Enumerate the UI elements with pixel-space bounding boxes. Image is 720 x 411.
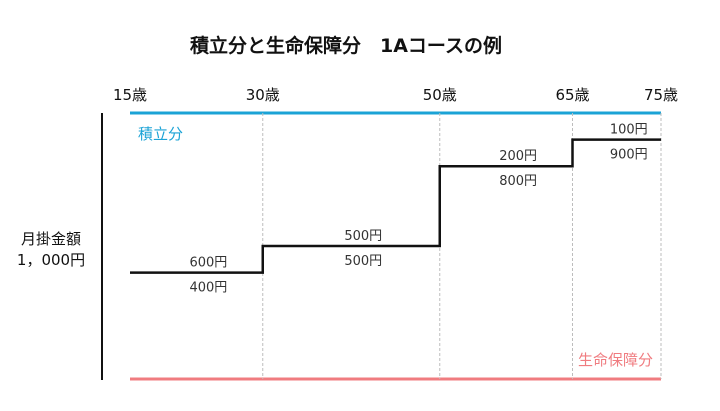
age-tick-label: 50歳: [423, 86, 457, 104]
segment-insurance-amount: 100円: [610, 123, 648, 138]
savings-label: 積立分: [138, 125, 183, 143]
age-tick-label: 75歳: [644, 86, 678, 104]
segment-insurance-amount: 200円: [499, 149, 537, 164]
savings-step-line: [130, 138, 661, 274]
diagram-title: 積立分と生命保障分 1Aコースの例: [190, 34, 502, 57]
age-tick-label: 65歳: [555, 86, 589, 104]
segment-savings-amount: 900円: [610, 148, 648, 163]
segment-savings-amount: 400円: [189, 281, 227, 296]
segment-labels: 600円 400円 500円 500円 200円 800円 100円 900円: [189, 123, 647, 296]
age-tick-label: 30歳: [246, 86, 280, 104]
segment-insurance-amount: 600円: [189, 256, 227, 271]
age-labels: 15歳 30歳 50歳 65歳 75歳: [113, 86, 678, 104]
y-label-line2: 1，000円: [17, 251, 85, 269]
segment-savings-amount: 800円: [499, 174, 537, 189]
y-label-line1: 月掛金額: [21, 230, 81, 248]
segment-savings-amount: 500円: [344, 254, 382, 269]
age-tick-label: 15歳: [113, 86, 147, 104]
segment-insurance-amount: 500円: [344, 229, 382, 244]
insurance-label: 生命保障分: [578, 351, 653, 369]
